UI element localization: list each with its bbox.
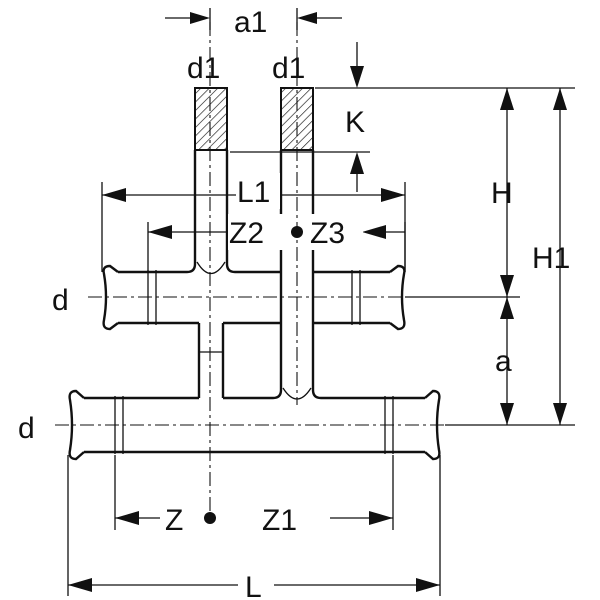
z2-z3-center-point	[291, 226, 303, 238]
label-L: L	[245, 571, 262, 600]
upper-tee	[102, 264, 406, 331]
labels: a1 d1 d1 K H H1 L1 Z2 Z3 d d a Z Z1 L	[18, 6, 570, 600]
lower-tee	[68, 389, 441, 461]
label-d1-left: d1	[187, 52, 220, 85]
label-H: H	[491, 177, 513, 210]
label-d1-right: d1	[272, 52, 305, 85]
label-d-upper: d	[52, 284, 69, 317]
dimension-Z2-Z3	[148, 225, 405, 239]
label-Z3: Z3	[310, 217, 345, 250]
dimension-Z-Z1	[115, 511, 393, 525]
label-a1: a1	[234, 6, 267, 39]
branch-pipe-right	[272, 87, 322, 400]
label-Z2: Z2	[229, 217, 264, 250]
label-L1: L1	[237, 176, 270, 209]
extension-lines	[67, 8, 575, 596]
label-d-lower: d	[18, 412, 35, 445]
z-z1-center-point	[204, 512, 216, 524]
label-Z1: Z1	[262, 504, 297, 537]
dimension-H	[500, 88, 514, 297]
label-a: a	[495, 345, 512, 378]
dimension-a	[500, 297, 514, 425]
dimension-H1	[553, 88, 567, 425]
dimension-K	[350, 42, 364, 192]
label-H1: H1	[532, 242, 570, 275]
dimension-a1	[165, 12, 342, 24]
label-K: K	[345, 106, 365, 139]
label-Z: Z	[165, 504, 183, 537]
branch-pipe-left	[186, 87, 236, 398]
